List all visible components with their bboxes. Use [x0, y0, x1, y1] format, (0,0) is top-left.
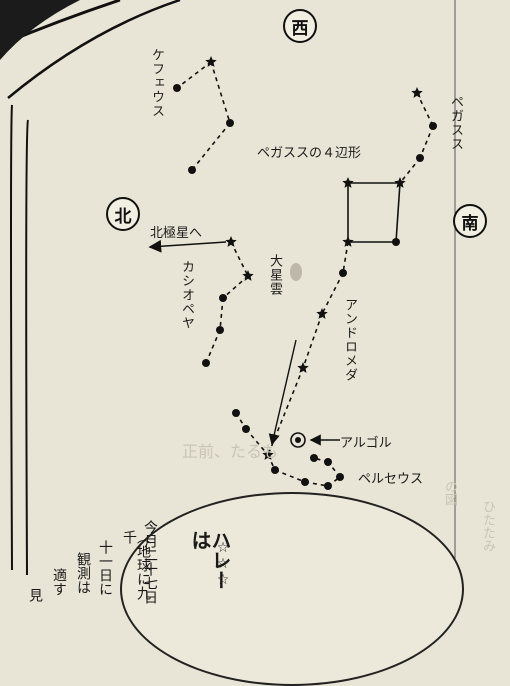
- star-icon: [342, 177, 354, 188]
- bubble-line-6: 見: [27, 588, 43, 602]
- label-pegasus-square: ペガススの４辺形: [257, 146, 362, 161]
- constellation-drawing: [148, 56, 437, 490]
- cepheus-line: [210, 61, 231, 124]
- star-icon: [262, 449, 274, 460]
- pegasus-square-edge: [395, 182, 401, 243]
- label-cassiopeia: カシオペヤ: [179, 260, 194, 330]
- star-icon: [394, 177, 406, 188]
- star-chart: 西 北 南 東 ケフェウス ペガスス ペガススの４辺形 北極星へ カシオペヤ 大…: [0, 0, 495, 686]
- ghost-text-a: 正前、たるも: [182, 442, 279, 461]
- info-bubble: [120, 492, 464, 686]
- perseus-line: [274, 469, 306, 483]
- bubble-line-3: 十一日に: [97, 540, 113, 596]
- label-andromeda: アンドロメダ: [342, 298, 357, 382]
- cassiopeia-line: [222, 275, 249, 299]
- bubble-line-4: 観測は: [75, 552, 91, 594]
- star-icon: [411, 87, 423, 98]
- polaris-arrow: [148, 239, 227, 253]
- cepheus-line: [176, 61, 212, 89]
- star-dot: [271, 466, 279, 474]
- perseus-line: [245, 428, 269, 456]
- cassiopeia-line: [205, 329, 221, 364]
- label-cepheus: ケフェウス: [149, 48, 164, 118]
- algol-star-core: [295, 437, 301, 443]
- andromeda-line: [321, 272, 344, 315]
- andromeda-line: [342, 241, 349, 274]
- ghost-text-b: の図: [442, 480, 457, 506]
- chart-frame: [0, 0, 456, 608]
- cepheus-line: [191, 122, 231, 171]
- label-algol: アルゴル: [340, 436, 392, 451]
- nebula-smudge: [290, 263, 302, 281]
- star-dot: [336, 473, 344, 481]
- star-dot: [202, 359, 210, 367]
- star-icon: [205, 56, 217, 67]
- direction-south: 南: [453, 204, 487, 238]
- star-dot: [310, 454, 318, 462]
- nebula-arrow: [268, 339, 297, 446]
- bubble-line-1: 今月二十七日: [142, 520, 158, 604]
- star-icon: [342, 236, 354, 247]
- pegasus-line: [399, 157, 421, 184]
- star-dot: [219, 294, 227, 302]
- algol-star-icon: [290, 432, 306, 448]
- star-dot: [188, 166, 196, 174]
- star-dot: [339, 269, 347, 277]
- star-icon: [242, 270, 254, 281]
- star-dot: [324, 458, 332, 466]
- star-dot: [232, 409, 240, 417]
- ghost-text-c: ひたたみ: [480, 500, 495, 552]
- star-dot: [416, 154, 424, 162]
- cassiopeia-line: [219, 297, 224, 331]
- star-icon: [316, 308, 328, 319]
- star-dot: [392, 238, 400, 246]
- star-icon: [225, 236, 237, 247]
- star-icon: [297, 362, 309, 373]
- star-dot: [301, 478, 309, 486]
- star-dot: [324, 482, 332, 490]
- pegasus-line: [419, 125, 434, 159]
- bubble-line-5: 適す: [51, 568, 67, 596]
- andromeda-line: [302, 313, 323, 369]
- bubble-line-2: （地球に九千: [121, 530, 151, 600]
- label-great-nebula: 大星雲: [267, 254, 282, 296]
- pegasus-line: [416, 92, 434, 127]
- star-dot: [429, 122, 437, 130]
- bubble-stars: ☆☆☆: [215, 540, 231, 588]
- bubble-title: ハレーは: [188, 530, 232, 590]
- label-pegasus: ペガスス: [448, 95, 463, 151]
- star-dot: [226, 119, 234, 127]
- label-polaris-direction: 北極星へ: [150, 226, 203, 241]
- label-perseus: ペルセウス: [358, 472, 424, 487]
- direction-west: 西: [283, 9, 317, 43]
- cassiopeia-line: [230, 241, 249, 277]
- star-dot: [242, 425, 250, 433]
- star-dot: [216, 326, 224, 334]
- star-dot: [173, 84, 181, 92]
- direction-north: 北: [106, 197, 140, 231]
